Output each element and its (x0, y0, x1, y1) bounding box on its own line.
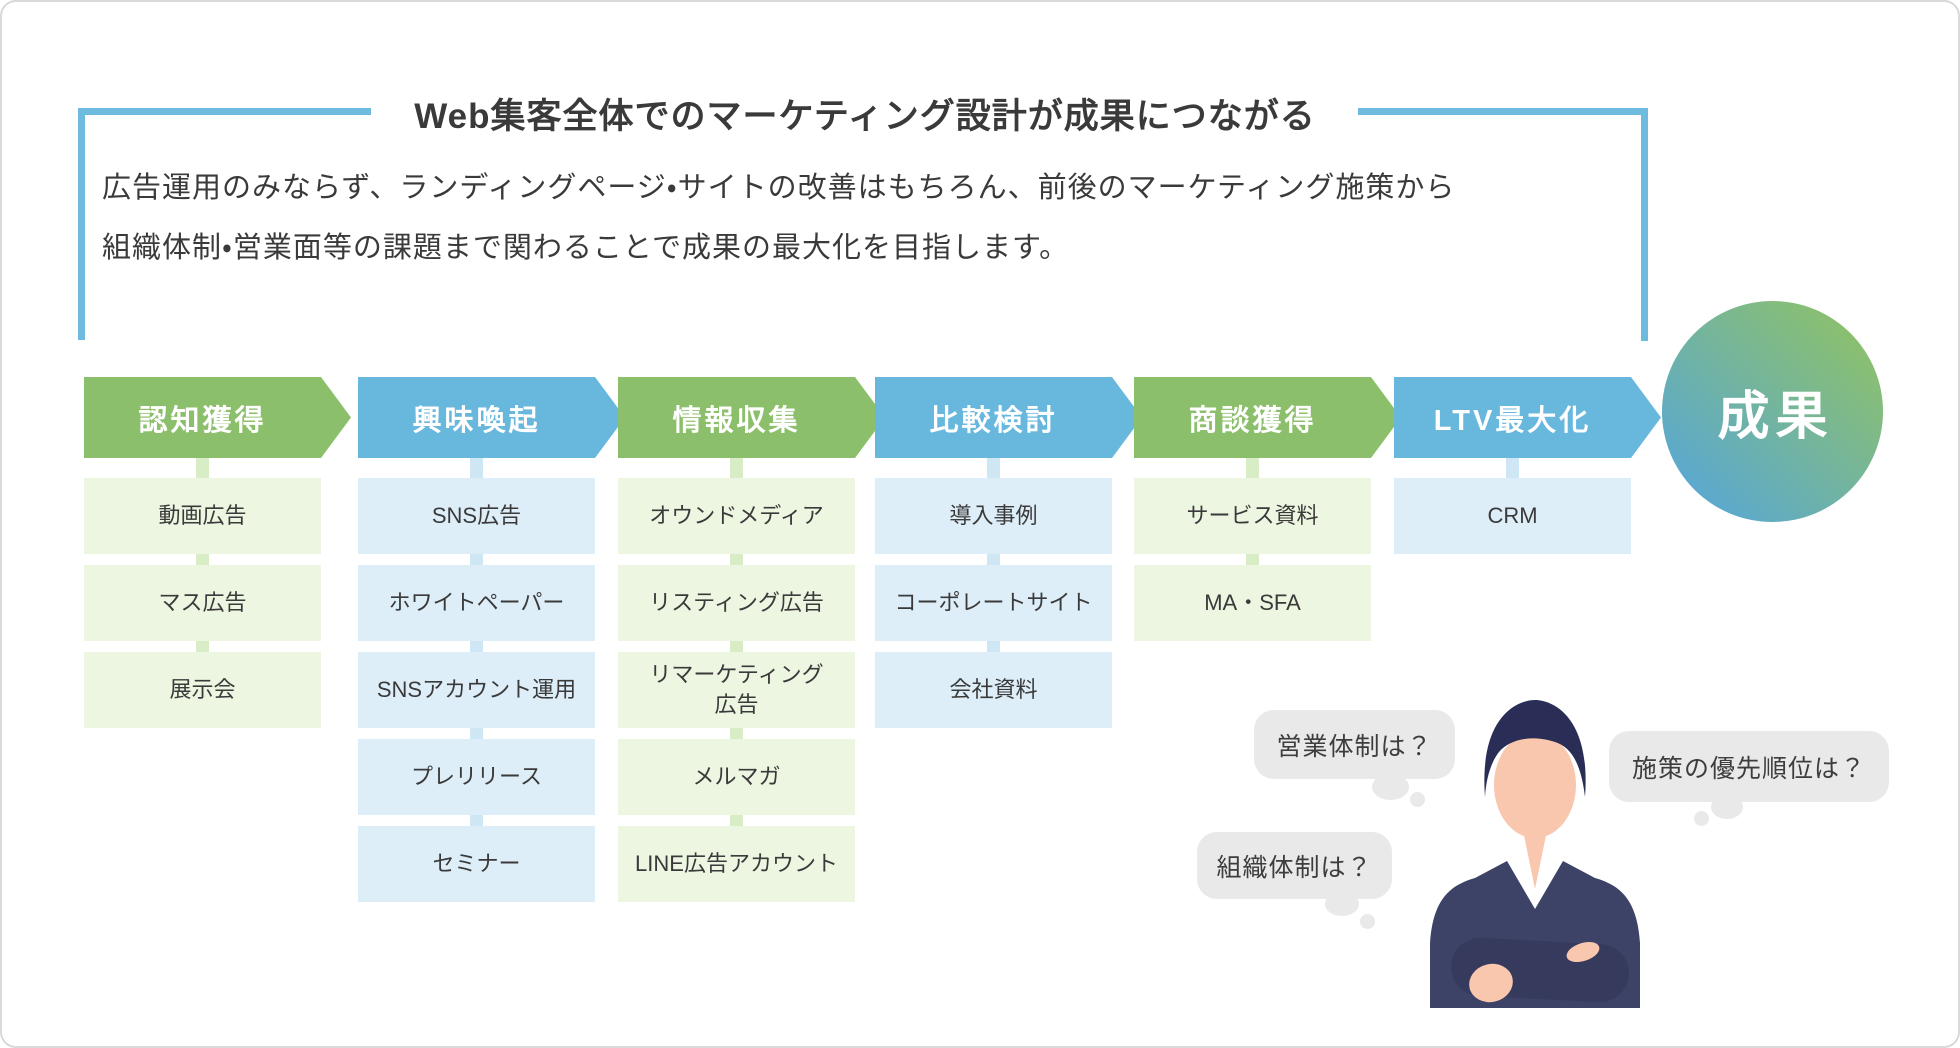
funnel-item-label: SNSアカウント運用 (376, 677, 577, 703)
funnel-item-box: マス広告 (84, 565, 321, 641)
funnel-item-box: 会社資料 (875, 652, 1112, 728)
funnel-item-box: リスティング広告 (618, 565, 855, 641)
stage-arrow: 商談獲得 (1134, 377, 1401, 458)
funnel-item-label: 導入事例 (949, 503, 1038, 529)
funnel-item-label: SNS広告 (431, 503, 522, 529)
funnel-item-box: MA・SFA (1134, 565, 1371, 641)
person-face (1494, 732, 1576, 838)
thought-bubble-tail-small (1410, 792, 1425, 807)
stage-arrow: 比較検討 (875, 377, 1142, 458)
person-illustration (1430, 700, 1640, 1008)
funnel-item-box: SNS広告 (358, 478, 595, 554)
bracket-top-right-line (1358, 108, 1648, 115)
stage-arrow: 情報収集 (618, 377, 885, 458)
stage-arrow: 興味喚起 (358, 377, 625, 458)
description-line-1: 広告運用のみならず、ランディングページ・サイトの改善はもちろん、前後のマーケティ… (102, 172, 1456, 204)
funnel-item-label: リスティング広告 (649, 590, 824, 616)
funnel-item-label: リマーケティング 広告 (649, 662, 824, 717)
funnel-item-box: リマーケティング 広告 (618, 652, 855, 728)
thought-bubble-priority: 施策の優先順位は？ (1609, 731, 1889, 802)
funnel-item-label: マス広告 (158, 590, 247, 616)
stage-arrow: 認知獲得 (84, 377, 351, 458)
funnel-item-label: セミナー (432, 851, 521, 877)
person-shirt (1507, 861, 1563, 947)
person-hand-right (1566, 941, 1600, 963)
funnel-stage-column: 情報収集オウンドメディアリスティング広告リマーケティング 広告メルマガ LINE広… (618, 377, 885, 902)
funnel-item-label: ホワイトペーパー (388, 590, 565, 616)
funnel-stage-column: 興味喚起 SNS広告ホワイトペーパー SNSアカウント運用プレリリースセミナー (358, 377, 625, 902)
funnel-item-label: オウンドメディア (649, 503, 824, 529)
description-line-2: 組織体制・営業面等の課題まで関わることで成果の最大化を目指します。 (102, 232, 1070, 264)
person-hair (1484, 700, 1586, 797)
bracket-left-line (78, 108, 85, 340)
bracket-right-line (1641, 108, 1648, 341)
stage-arrow-label: 興味喚起 (412, 404, 541, 437)
funnel-item-label: LINE広告アカウント (635, 851, 838, 877)
funnel-stage-column: 比較検討導入事例コーポレートサイト会社資料 (875, 377, 1142, 728)
stage-arrow: LTV最大化 (1394, 377, 1661, 458)
thought-bubble-text: 施策の優先順位は？ (1631, 754, 1866, 783)
page-title: Web集客全体でのマーケティング設計が成果につながる (414, 97, 1316, 136)
funnel-item-box: CRM (1394, 478, 1631, 554)
result-label: 成果 (1717, 388, 1834, 446)
funnel-item-label: 展示会 (169, 677, 236, 703)
thought-bubble-organization: 組織体制は？ (1197, 832, 1392, 899)
funnel-item-box: メルマガ (618, 739, 855, 815)
funnel-item-label: コーポレートサイト (894, 590, 1093, 616)
funnel-item-box: サービス資料 (1134, 478, 1371, 554)
stage-arrow-label: 認知獲得 (138, 404, 267, 437)
person-hand-left (1469, 963, 1513, 1003)
stage-arrow-label: LTV最大化 (1433, 404, 1592, 437)
thought-bubble-text: 組織体制は？ (1216, 853, 1373, 882)
stage-arrow-label: 商談獲得 (1188, 404, 1317, 437)
funnel-item-label: サービス資料 (1186, 503, 1319, 529)
page-description: 広告運用のみならず、ランディングページ・サイトの改善はもちろん、前後のマーケティ… (102, 158, 1455, 278)
funnel-item-label: MA・SFA (1204, 590, 1301, 616)
funnel-item-box: ホワイトペーパー (358, 565, 595, 641)
bracket-top-left-line (78, 108, 371, 115)
thought-bubble-tail-small (1360, 914, 1375, 929)
funnel-item-box: 動画広告 (84, 478, 321, 554)
funnel-item-box: SNSアカウント運用 (358, 652, 595, 728)
funnel-stage-column: LTV最大化 CRM (1394, 377, 1661, 554)
funnel-item-box: オウンドメディア (618, 478, 855, 554)
funnel-item-box: LINE広告アカウント (618, 826, 855, 902)
funnel-item-label: 会社資料 (949, 677, 1038, 703)
funnel-item-label: 動画広告 (158, 503, 247, 529)
funnel-item-box: コーポレートサイト (875, 565, 1112, 641)
funnel-item-label: CRM (1487, 503, 1538, 529)
funnel-item-box: 展示会 (84, 652, 321, 728)
funnel-stage-column: 認知獲得動画広告マス広告展示会 (84, 377, 351, 728)
stage-arrow-label: 比較検討 (929, 404, 1058, 437)
funnel-item-box: 導入事例 (875, 478, 1112, 554)
result-circle: 成果 (1662, 301, 1883, 522)
thought-bubble-sales: 営業体制は？ (1254, 710, 1455, 779)
thought-bubble-tail-small (1694, 811, 1709, 826)
stage-arrow-label: 情報収集 (672, 404, 801, 437)
funnel-item-label: プレリリース (411, 764, 542, 790)
funnel-stage-column: 商談獲得サービス資料 MA・SFA (1134, 377, 1401, 641)
funnel-item-box: プレリリース (358, 739, 595, 815)
thought-bubble-text: 営業体制は？ (1276, 732, 1433, 761)
funnel-item-label: メルマガ (692, 764, 781, 790)
funnel-item-box: セミナー (358, 826, 595, 902)
